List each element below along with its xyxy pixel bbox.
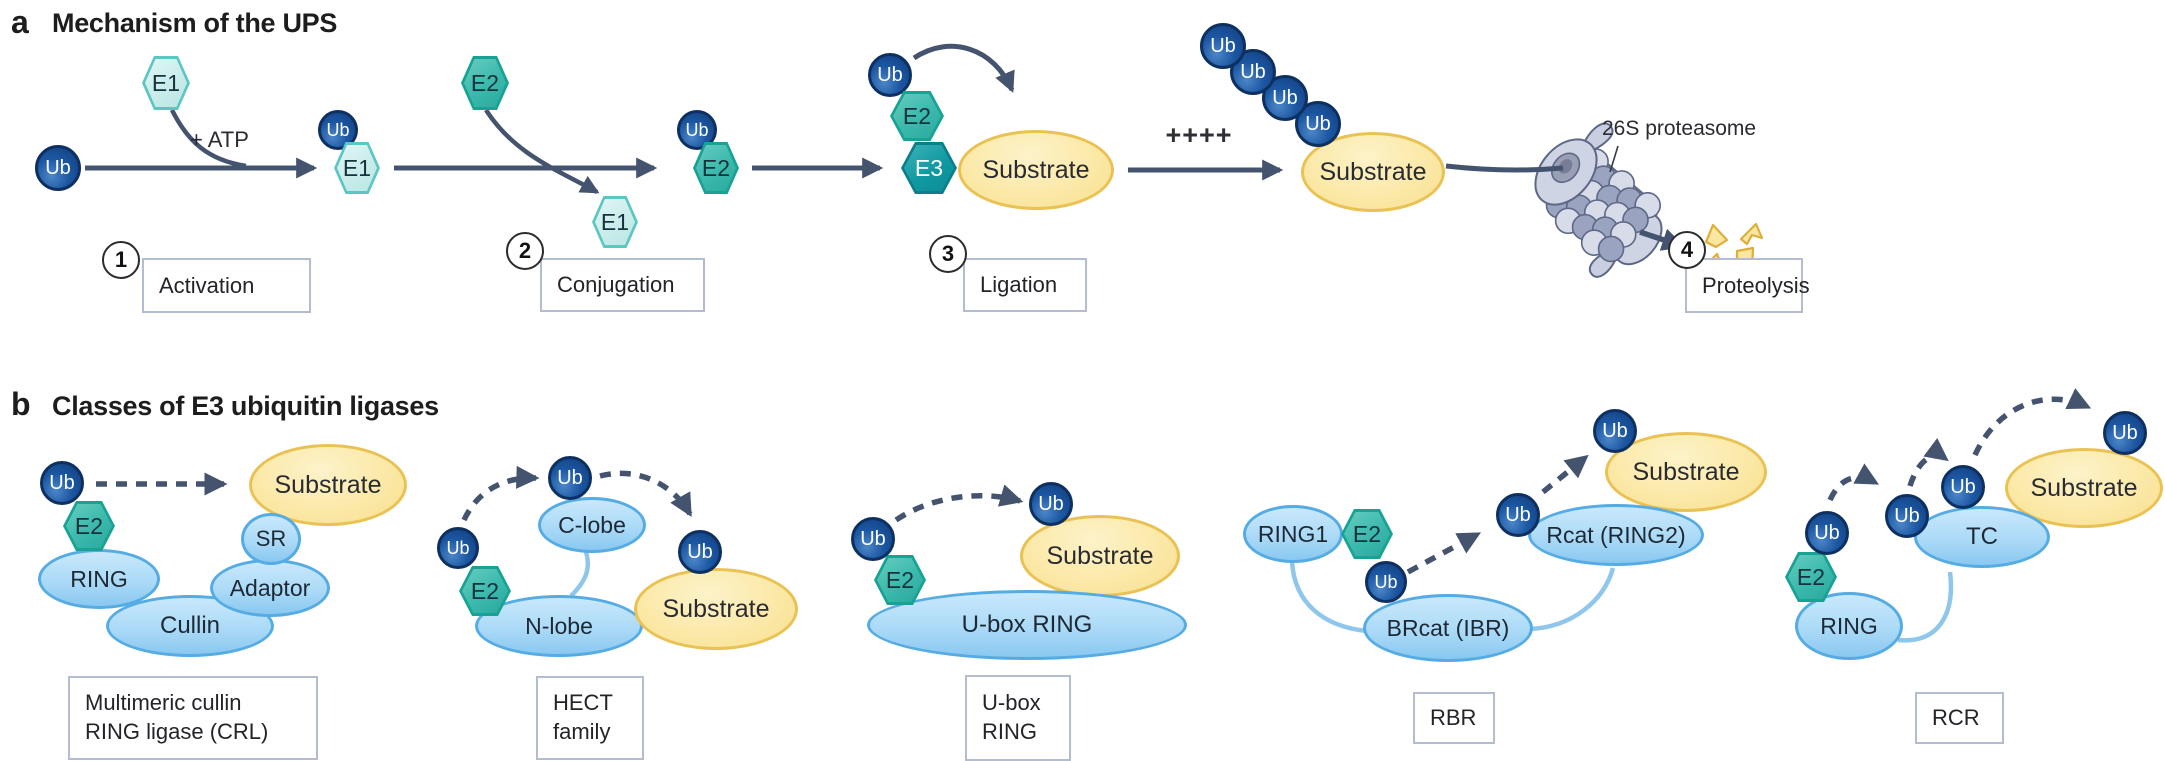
arrow-into-proteasome bbox=[1445, 163, 1564, 173]
rbr-ub-transfer-arrow-1 bbox=[1406, 531, 1482, 575]
hect-ub-transfer-arrow-1 bbox=[461, 465, 540, 522]
step-1-label-box: Activation bbox=[142, 258, 311, 313]
crl-ring-domain: RING bbox=[38, 549, 160, 609]
ubox-e2-fill bbox=[877, 558, 923, 602]
crl-substrate: Substrate bbox=[249, 444, 407, 526]
e1-enzyme-fill bbox=[145, 59, 187, 107]
rcr-class-label-box: RCR bbox=[1915, 692, 2004, 744]
e1-enzyme: E1 bbox=[142, 56, 190, 110]
crl-class-label-box: Multimeric cullin RING ligase (CRL) bbox=[68, 676, 318, 760]
ubox-substrate: Substrate bbox=[1020, 515, 1180, 597]
e1-entry-curve bbox=[169, 108, 247, 169]
panel-a-title: Mechanism of the UPS bbox=[52, 8, 338, 38]
rbr-ring1-domain: RING1 bbox=[1243, 505, 1343, 563]
rcr-substrate: Substrate bbox=[2005, 448, 2163, 528]
substrate-step3: Substrate bbox=[958, 130, 1114, 210]
hect-lobe-connector bbox=[569, 551, 590, 598]
crl-class-label-line2: RING ligase (CRL) bbox=[85, 719, 269, 744]
step-4-number: 4 bbox=[1668, 231, 1706, 269]
rcr-ub-mid-1: Ub bbox=[1885, 494, 1929, 538]
rcr-ub-mid-2: Ub bbox=[1941, 465, 1985, 509]
rbr-ub-transfer-arrow-2 bbox=[1541, 454, 1589, 495]
rcr-ring-tc-connector bbox=[1897, 571, 1954, 643]
ubox-ring-domain: U-box RING bbox=[867, 590, 1187, 660]
crl-ub: Ub bbox=[40, 461, 84, 505]
e2-step3: E2 bbox=[890, 91, 944, 141]
hect-class-label-box: HECT family bbox=[536, 676, 644, 760]
proteasome-26s-graphic bbox=[1534, 122, 1663, 278]
panel-b-letter: b bbox=[11, 386, 31, 422]
e2-charged-fill bbox=[696, 145, 736, 191]
e2-charged: E2 bbox=[693, 142, 739, 194]
panel-b-title: Classes of E3 ubiquitin ligases bbox=[52, 391, 439, 421]
rbr-brcat-domain: BRcat (IBR) bbox=[1363, 594, 1533, 662]
ubox-class-label-line1: U-box bbox=[982, 690, 1041, 716]
step-2-label-box: Conjugation bbox=[540, 258, 705, 312]
chain-ub-1: Ub bbox=[1200, 23, 1246, 69]
step-3-label-box: Ligation bbox=[963, 258, 1087, 312]
ubox-e2: E2 bbox=[874, 555, 926, 605]
rcr-tc-domain: TC bbox=[1914, 506, 2050, 568]
hect-class-label-line2: family bbox=[553, 719, 611, 744]
panel-a-letter: a bbox=[11, 4, 29, 40]
ub-free: Ub bbox=[35, 145, 81, 191]
ub-step3: Ub bbox=[868, 53, 912, 97]
hect-c-lobe-domain: C-lobe bbox=[538, 497, 646, 553]
ubox-ub-on-substrate: Ub bbox=[1029, 482, 1073, 526]
rbr-ub-on-e2: Ub bbox=[1365, 561, 1407, 603]
e2-enzyme: E2 bbox=[461, 56, 509, 110]
ubox-class-label-line2: RING bbox=[982, 719, 1037, 744]
crl-adaptor-domain: Adaptor bbox=[210, 559, 330, 617]
polyubiquitin-plus-label: ++++ bbox=[1165, 120, 1233, 150]
ub-on-e2: Ub bbox=[677, 110, 717, 150]
step-3-number: 3 bbox=[929, 235, 967, 273]
rbr-brcat-rcat-connector bbox=[1529, 567, 1616, 632]
step-1-number: 1 bbox=[102, 241, 140, 279]
hect-ub-on-e2: Ub bbox=[437, 527, 479, 569]
rcr-ub-transfer-arrow-1 bbox=[1827, 463, 1880, 502]
chain-ub-2: Ub bbox=[1230, 49, 1276, 95]
rbr-substrate: Substrate bbox=[1605, 432, 1767, 512]
ubox-ub-on-e2: Ub bbox=[851, 517, 895, 561]
hect-ub-on-substrate: Ub bbox=[678, 530, 722, 574]
ub-transfer-curve bbox=[912, 43, 1015, 93]
hect-substrate: Substrate bbox=[634, 568, 798, 650]
rcr-ub-on-e2: Ub bbox=[1805, 511, 1849, 555]
e1-released-fill bbox=[595, 199, 635, 245]
rcr-ub-transfer-arrow-2 bbox=[1907, 437, 1949, 487]
rbr-ub-on-substrate: Ub bbox=[1593, 409, 1637, 453]
ubox-ub-transfer-arrow bbox=[894, 484, 1024, 523]
step-4-label-box: Proteolysis bbox=[1685, 258, 1810, 313]
ubox-class-label-box: U-box RING bbox=[965, 675, 1071, 761]
hect-ub-on-clobe: Ub bbox=[548, 456, 592, 500]
rbr-ring1-brcat-connector bbox=[1289, 560, 1367, 634]
e1-released: E1 bbox=[592, 196, 638, 248]
crl-sr-domain: SR bbox=[241, 513, 301, 565]
e2-enzyme-fill bbox=[464, 59, 506, 107]
rcr-ring-domain: RING bbox=[1795, 592, 1903, 660]
e2-exchange-curve bbox=[484, 108, 600, 194]
rcr-ub-transfer-arrow-3 bbox=[1972, 388, 2092, 457]
rcr-ub-on-substrate: Ub bbox=[2103, 411, 2147, 455]
crl-class-label-line1: Multimeric cullin bbox=[85, 690, 242, 716]
rbr-class-label-box: RBR bbox=[1413, 692, 1495, 744]
proteasome-label-leader-line bbox=[1609, 145, 1619, 173]
atp-label: + ATP bbox=[190, 127, 249, 152]
rbr-rcat-domain: Rcat (RING2) bbox=[1528, 504, 1704, 566]
hect-class-label-line1: HECT bbox=[553, 690, 613, 716]
proteasome-label: 26S proteasome bbox=[1602, 117, 1757, 140]
rcr-class-label-line1: RCR bbox=[1932, 704, 1980, 730]
chain-ub-3: Ub bbox=[1262, 75, 1308, 121]
rbr-ub-on-rcat: Ub bbox=[1496, 493, 1540, 537]
rbr-class-label-line1: RBR bbox=[1430, 704, 1477, 730]
step-2-number: 2 bbox=[506, 232, 544, 270]
